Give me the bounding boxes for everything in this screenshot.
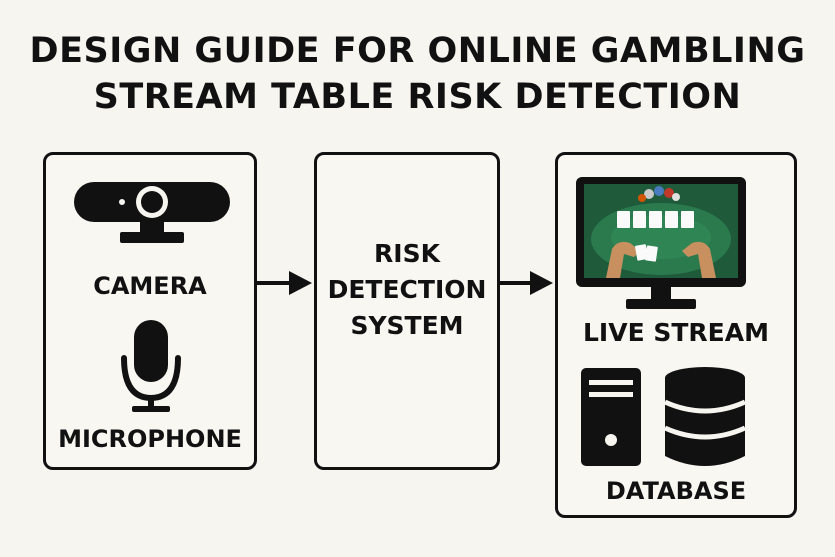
live-stream-label: LIVE STREAM xyxy=(583,318,769,347)
system-label-line-2: DETECTION xyxy=(327,275,487,304)
page-title: DESIGN GUIDE FOR ONLINE GAMBLING STREAM … xyxy=(0,28,835,120)
risk-detection-system-label: RISK DETECTION SYSTEM xyxy=(314,236,500,344)
database-label: DATABASE xyxy=(605,477,747,505)
arrow-right-icon xyxy=(500,271,553,295)
system-label-line-1: RISK xyxy=(374,239,440,268)
camera-label: CAMERA xyxy=(93,272,207,300)
microphone-icon xyxy=(121,320,181,412)
database-icon xyxy=(663,367,747,466)
risk-detection-system-box xyxy=(314,152,500,470)
server-tower-icon xyxy=(581,368,641,466)
arrow-right-icon xyxy=(257,271,312,295)
title-line-2: STREAM TABLE RISK DETECTION xyxy=(93,77,742,117)
monitor-icon xyxy=(576,177,746,309)
microphone-label: MICROPHONE xyxy=(58,425,242,453)
webcam-icon xyxy=(74,182,230,243)
system-label-line-3: SYSTEM xyxy=(350,311,464,340)
title-line-1: DESIGN GUIDE FOR ONLINE GAMBLING xyxy=(29,31,806,71)
